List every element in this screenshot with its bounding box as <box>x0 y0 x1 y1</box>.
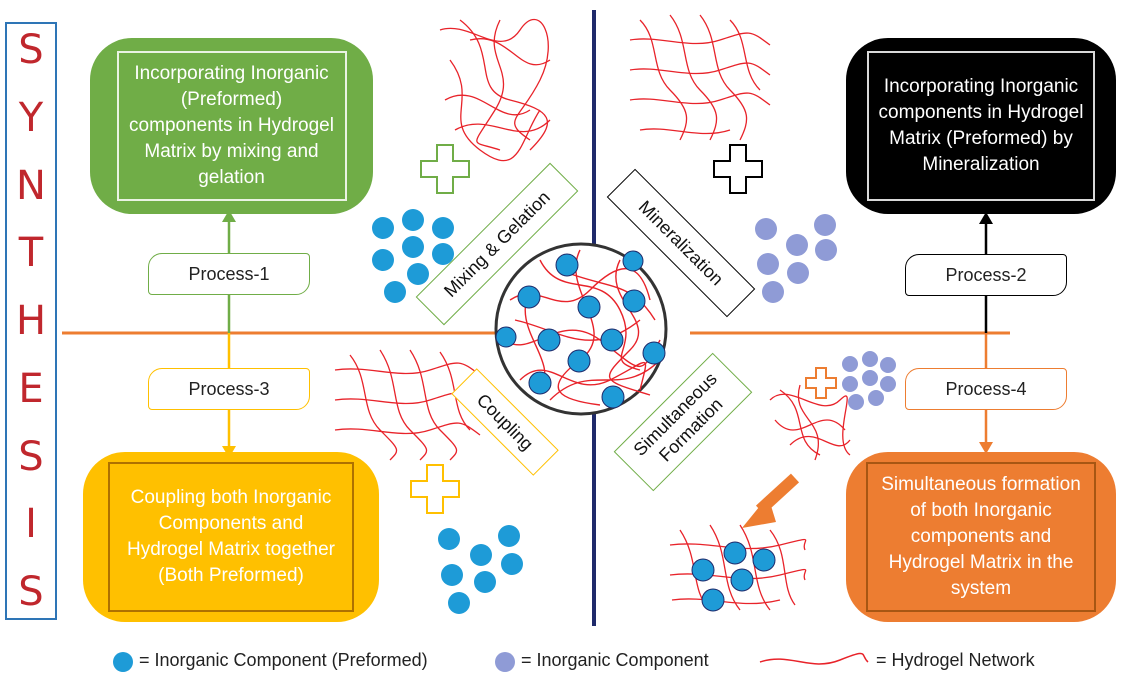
central-composite <box>494 242 668 416</box>
plus-icon-orange <box>805 367 837 399</box>
process-2-label: Process-2 <box>905 254 1067 296</box>
synthesis-letter: E <box>18 365 44 412</box>
component-dots-bottom-right <box>842 351 896 410</box>
legend-component-label: = Inorganic Component <box>521 650 709 670</box>
legend-preformed-label: = Inorganic Component (Preformed) <box>139 650 428 670</box>
box-coupling-text: Coupling both Inorganic Components and H… <box>108 462 354 612</box>
preformed-dots-top-left <box>372 209 454 303</box>
plus-icon-green <box>420 144 470 194</box>
synthesis-letter: N <box>16 162 46 209</box>
box-simultaneous-text: Simultaneous formation of both Inorganic… <box>866 462 1096 612</box>
box-simultaneous: Simultaneous formation of both Inorganic… <box>846 452 1116 622</box>
component-dots-top-right <box>755 214 837 303</box>
box-coupling: Coupling both Inorganic Components and H… <box>83 452 379 622</box>
synthesis-letter: T <box>18 230 44 277</box>
hydrogel-tangle-bottom-right <box>769 384 851 461</box>
synthesis-letter: H <box>15 298 47 344</box>
hydrogel-tangle-top-left <box>439 18 551 162</box>
legend-preformed-icon <box>113 652 133 672</box>
legend-component-icon <box>495 652 515 672</box>
plus-icon-black <box>713 144 763 194</box>
synthesis-letter: S <box>18 569 44 615</box>
synthesis-letter: Y <box>18 94 44 141</box>
synthesis-letter: I <box>25 501 37 548</box>
synthesis-letter: S <box>18 433 44 480</box>
process-3-label: Process-3 <box>148 368 310 410</box>
box-mineralization-text: Incorporating Inorganic components in Hy… <box>867 51 1095 201</box>
legend-network-label: = Hydrogel Network <box>876 650 1035 670</box>
orange-arrow <box>742 473 800 528</box>
hydrogel-grid-top-right <box>629 14 771 141</box>
box-mixing-gelation-text: Incorporating Inorganic (Preformed) comp… <box>116 51 347 201</box>
hydrogel-composite-bottom-right <box>669 524 807 612</box>
box-mixing-gelation: Incorporating Inorganic (Preformed) comp… <box>90 38 373 214</box>
plus-icon-yellow <box>410 464 460 514</box>
hydrogel-grid-bottom-left <box>334 349 481 461</box>
process-1-label: Process-1 <box>148 253 310 295</box>
preformed-dots-bottom-left <box>438 525 523 614</box>
process-4-label: Process-4 <box>905 368 1067 410</box>
synthesis-letter: S <box>18 27 44 73</box>
legend-network-icon <box>759 652 869 665</box>
box-mineralization: Incorporating Inorganic components in Hy… <box>846 38 1116 214</box>
